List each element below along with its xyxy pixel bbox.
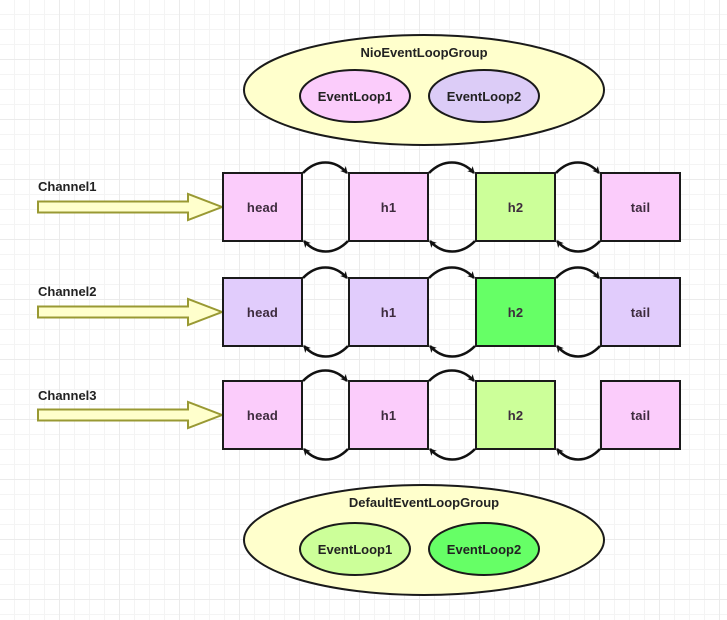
pipeline-node-h2-channel1[interactable]: h2 — [475, 172, 556, 242]
eventloop-label-1: EventLoop1 — [317, 541, 393, 557]
pipeline-arrow-inbound-3-2 — [429, 448, 476, 461]
group-title-nio-group: NioEventLoopGroup — [360, 45, 488, 60]
channel-label-2: Channel2 — [38, 284, 97, 299]
pipeline-arrow-outbound-1-1 — [302, 161, 348, 174]
channel-label-1: Channel1 — [38, 179, 97, 194]
pipeline-node-h2-channel3[interactable]: h2 — [475, 380, 556, 450]
channel-inbound-arrow-3 — [37, 400, 225, 430]
pipeline-arrow-inbound-2-2 — [429, 345, 476, 358]
eventloop-ellipse-2[interactable] — [428, 522, 540, 576]
pipeline-node-h1-channel2[interactable]: h1 — [348, 277, 429, 347]
pipeline-arrow-outbound-1-3 — [555, 161, 600, 174]
pipeline-arrow-outbound-2-3 — [555, 266, 600, 279]
pipeline-node-tail-channel1[interactable]: tail — [600, 172, 681, 242]
pipeline-arrow-inbound-2-3 — [556, 345, 601, 358]
channel-inbound-arrow-1 — [37, 192, 225, 222]
pipeline-arrow-inbound-1-3 — [556, 240, 601, 253]
pipeline-node-tail-channel3[interactable]: tail — [600, 380, 681, 450]
pipeline-arrow-outbound-3-2 — [428, 369, 475, 382]
pipeline-node-h2-channel2[interactable]: h2 — [475, 277, 556, 347]
pipeline-arrow-inbound-2-1 — [303, 345, 349, 358]
eventloop-group-default-group — [243, 484, 605, 596]
eventloop-group-nio-group — [243, 34, 605, 146]
pipeline-arrow-inbound-1-1 — [303, 240, 349, 253]
eventloop-label-2: EventLoop2 — [446, 541, 522, 557]
pipeline-node-head-channel3[interactable]: head — [222, 380, 303, 450]
pipeline-arrow-outbound-2-2 — [428, 266, 475, 279]
eventloop-label-2: EventLoop2 — [446, 88, 522, 104]
group-title-default-group: DefaultEventLoopGroup — [348, 495, 500, 510]
pipeline-arrow-outbound-3-1 — [302, 369, 348, 382]
channel-inbound-arrow-2 — [37, 297, 225, 327]
pipeline-node-head-channel1[interactable]: head — [222, 172, 303, 242]
channel-label-3: Channel3 — [38, 388, 97, 403]
eventloop-ellipse-2[interactable] — [428, 69, 540, 123]
pipeline-arrow-outbound-2-1 — [302, 266, 348, 279]
pipeline-arrow-inbound-1-2 — [429, 240, 476, 253]
pipeline-node-tail-channel2[interactable]: tail — [600, 277, 681, 347]
pipeline-arrow-inbound-3-1 — [303, 448, 349, 461]
pipeline-arrow-outbound-1-2 — [428, 161, 475, 174]
eventloop-ellipse-1[interactable] — [299, 522, 411, 576]
pipeline-node-head-channel2[interactable]: head — [222, 277, 303, 347]
pipeline-node-h1-channel3[interactable]: h1 — [348, 380, 429, 450]
eventloop-ellipse-1[interactable] — [299, 69, 411, 123]
pipeline-node-h1-channel1[interactable]: h1 — [348, 172, 429, 242]
pipeline-arrow-inbound-3-3 — [556, 448, 601, 461]
eventloop-label-1: EventLoop1 — [317, 88, 393, 104]
